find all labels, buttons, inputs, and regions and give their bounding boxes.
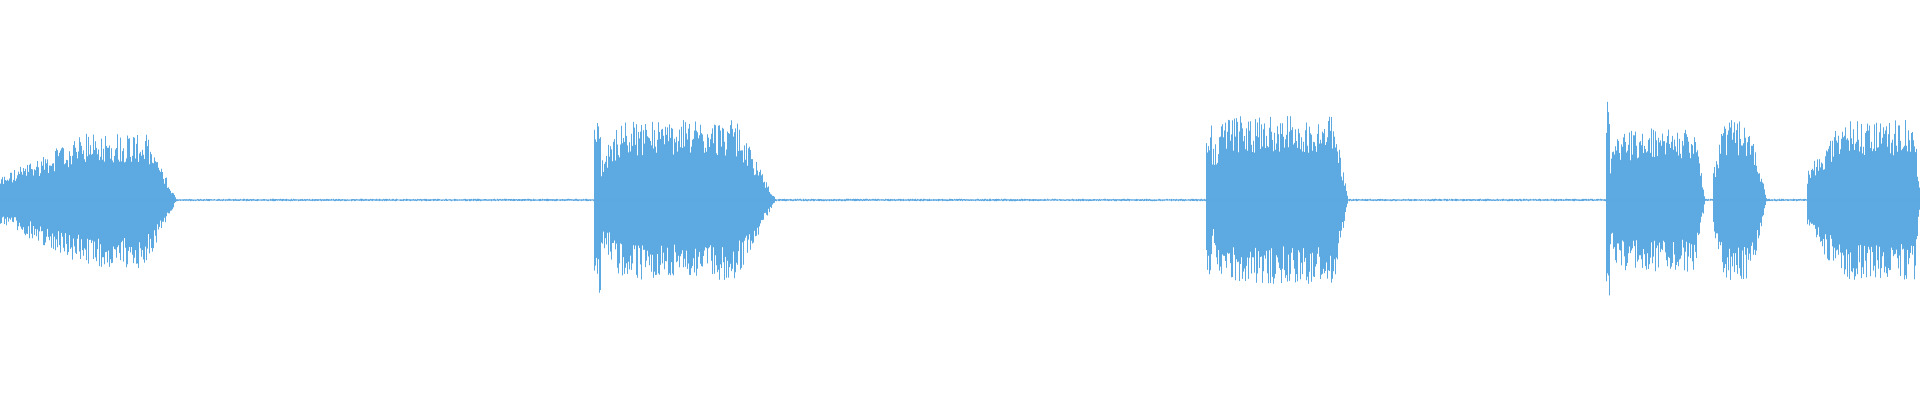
waveform-path: [0, 101, 1920, 296]
waveform-bars: [0, 101, 1920, 296]
